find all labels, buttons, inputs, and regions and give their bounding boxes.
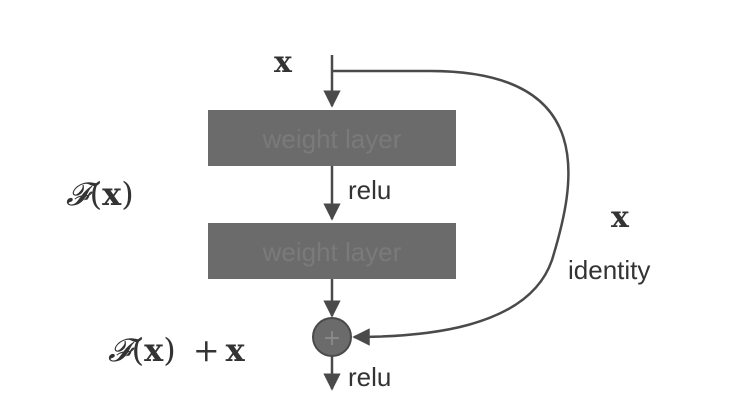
- weight-layer-2-box: [208, 223, 456, 279]
- residual-function-arg: x: [102, 175, 122, 213]
- sum-function-symbol: 𝓕: [108, 331, 132, 369]
- residual-function-label: 𝓕(x): [66, 175, 134, 213]
- sum-x: x: [225, 331, 245, 369]
- sum-plus-sign: +: [192, 331, 220, 369]
- residual-function-symbol: 𝓕: [66, 175, 90, 213]
- sum-function-arg: x: [144, 331, 164, 369]
- relu-output-label: relu: [348, 362, 392, 392]
- shortcut-x-label: x: [611, 200, 629, 235]
- weight-layer-2-label: weight layer: [262, 237, 402, 267]
- relu-middle-label: relu: [348, 175, 392, 205]
- input-x-label: x: [274, 45, 292, 80]
- weight-layer-1-box: [208, 110, 456, 166]
- identity-label: identity: [568, 255, 651, 285]
- weight-layer-1-label: weight layer: [262, 124, 402, 154]
- identity-shortcut-arrow: [332, 69, 570, 346]
- residual-sum-label: 𝓕(x) +x: [108, 331, 245, 369]
- adder-plus-sign: +: [323, 326, 341, 351]
